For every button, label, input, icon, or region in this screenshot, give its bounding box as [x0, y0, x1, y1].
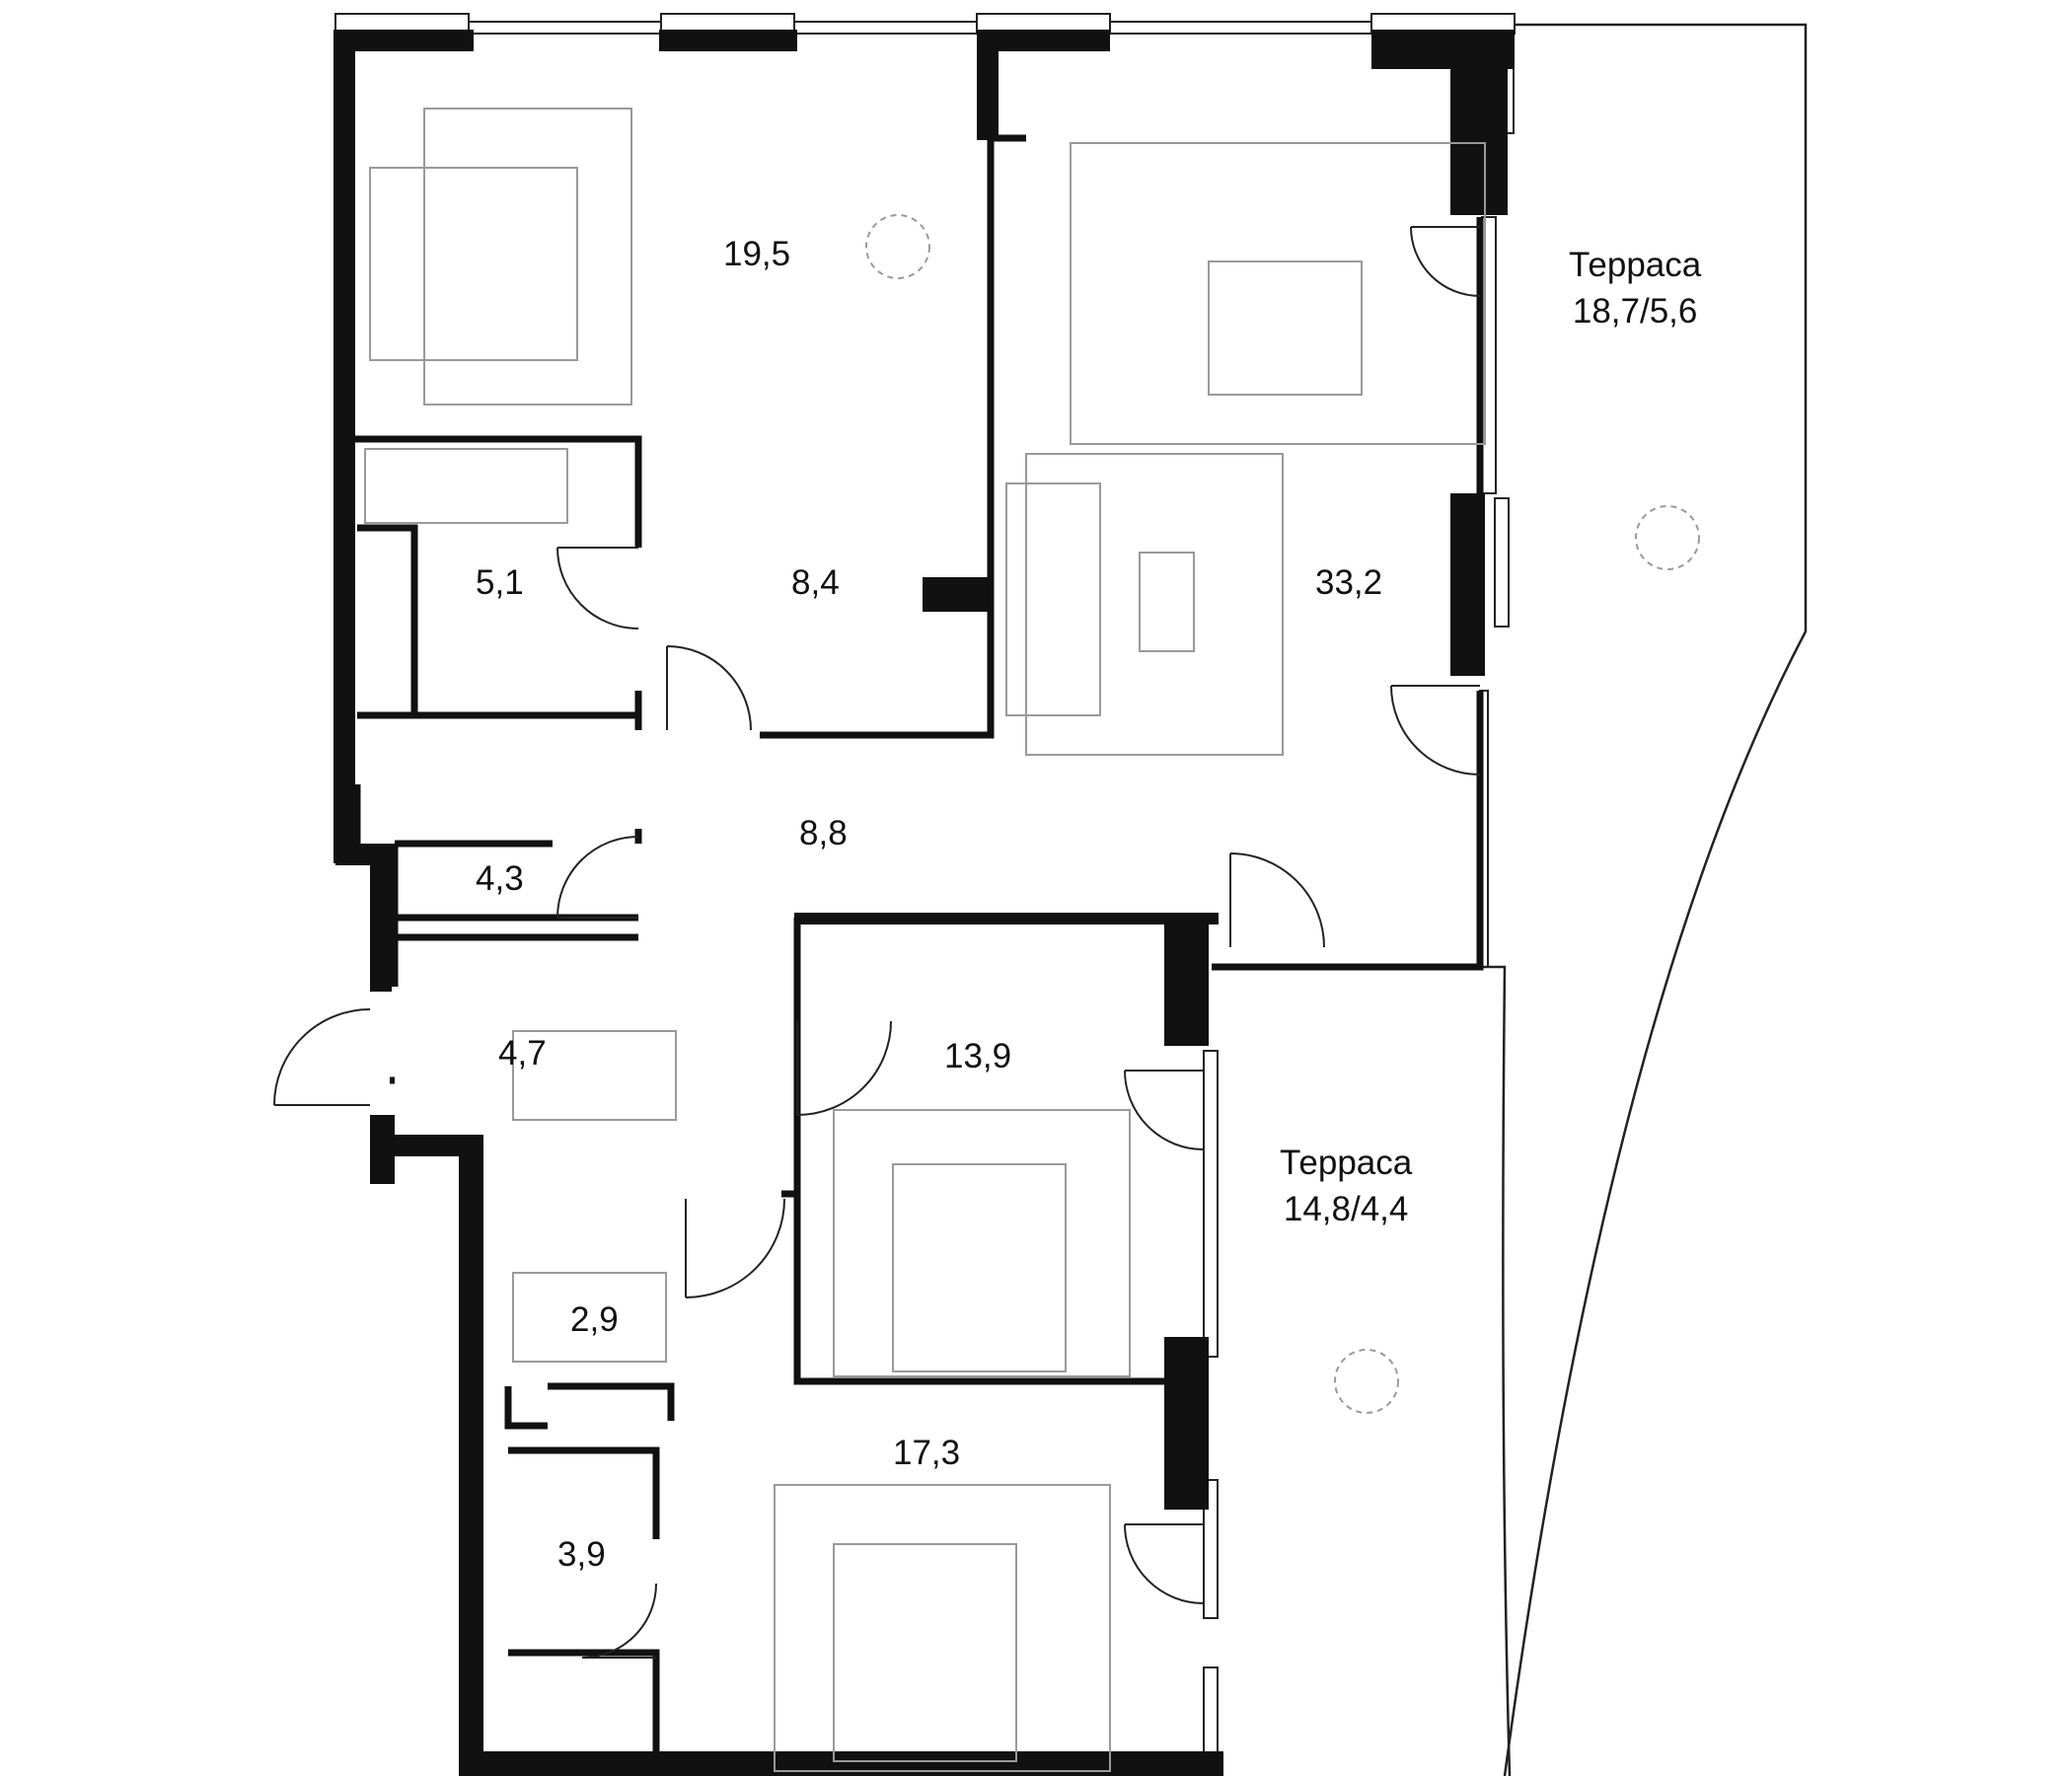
room-area-bathroom-1: 5,1	[476, 563, 524, 602]
terrace-label-2: Терраса 14,8/4,4	[1280, 1140, 1412, 1233]
room-area-bedroom-1: 19,5	[723, 235, 791, 273]
terrace-2-area: 14,8/4,4	[1283, 1190, 1409, 1229]
furniture	[364, 108, 1700, 1772]
room-area-living-kitchen: 33,2	[1315, 563, 1383, 602]
terrace-outlines	[1212, 23, 1808, 1776]
walls	[333, 30, 1515, 1776]
doors	[273, 226, 1481, 1659]
room-area-bathroom-3: 3,9	[557, 1535, 606, 1574]
terrace-label-1: Терраса 18,7/5,6	[1569, 242, 1701, 335]
partitions	[353, 30, 1484, 1756]
terrace-2-name: Терраса	[1280, 1144, 1413, 1182]
terrace-1-name: Терраса	[1569, 246, 1702, 284]
room-area-entry: 4,7	[498, 1034, 547, 1073]
terrace-1-area: 18,7/5,6	[1572, 292, 1698, 332]
room-area-bathroom-2: 4,3	[476, 859, 524, 898]
room-area-bedroom-2: 13,9	[944, 1037, 1012, 1075]
room-area-closet: 2,9	[570, 1300, 619, 1339]
room-area-bedroom-3: 17,3	[893, 1434, 961, 1472]
room-area-dressing-1: 8,4	[791, 563, 840, 602]
room-area-hall: 8,8	[799, 814, 848, 852]
